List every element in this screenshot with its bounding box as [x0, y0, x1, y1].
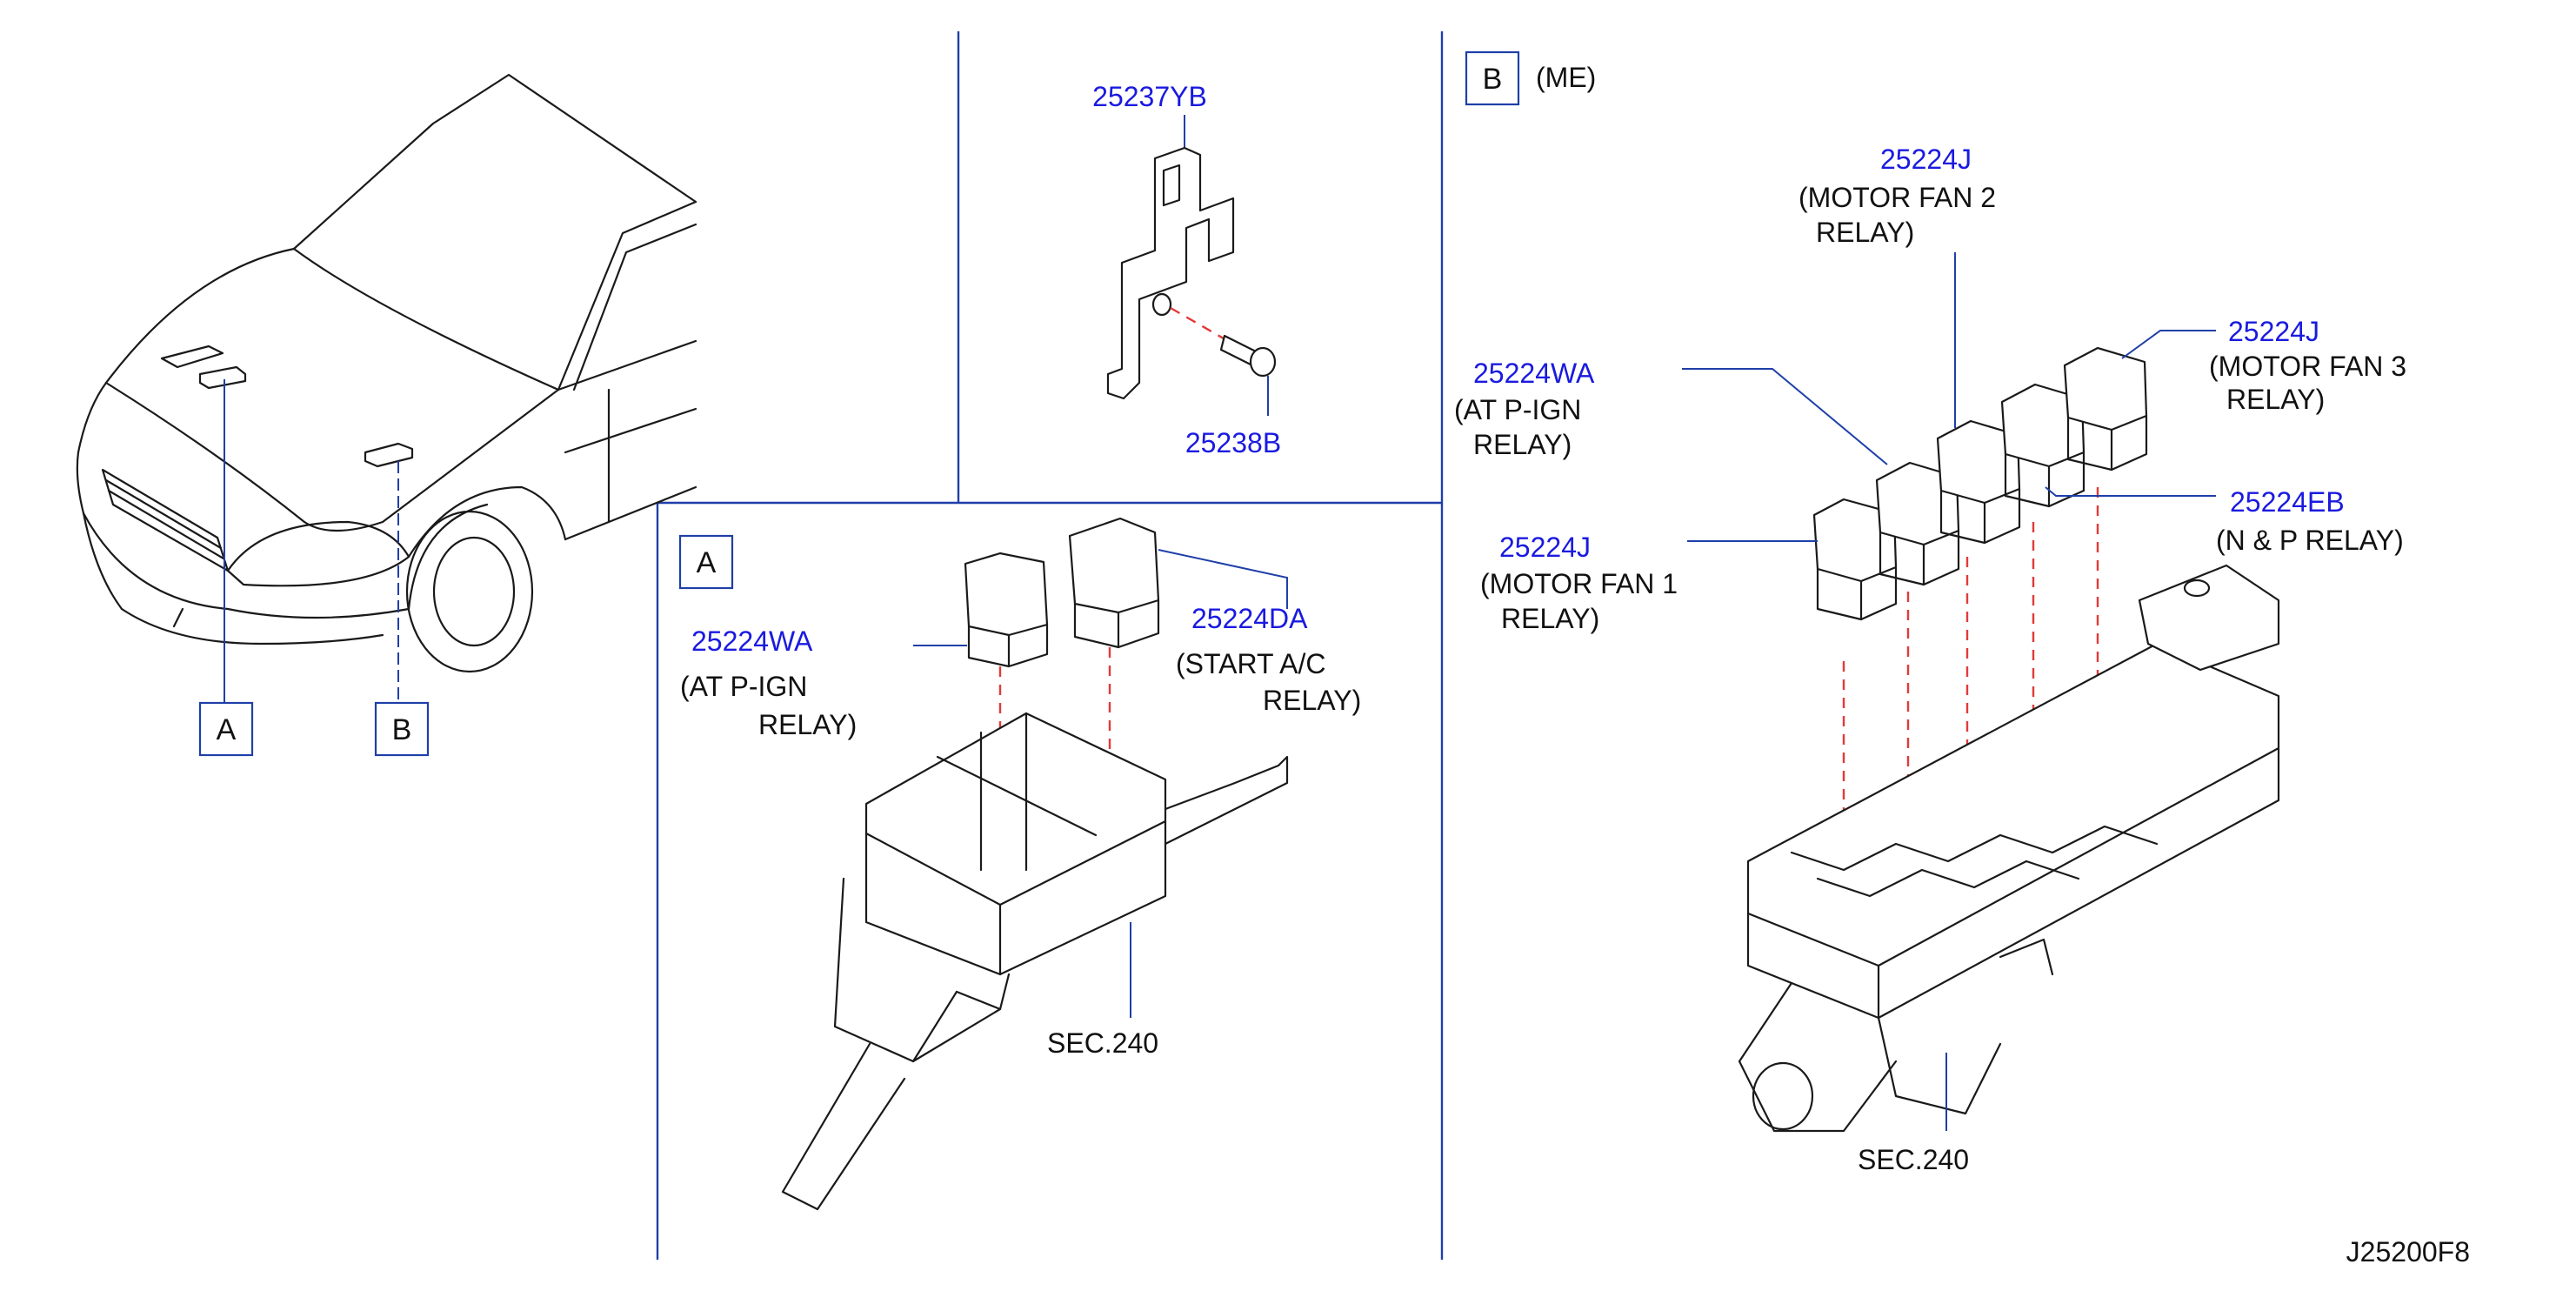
b-fan3-part-number[interactable]: 25224J [2228, 316, 2319, 347]
b-fan2-part-number[interactable]: 25224J [1880, 144, 1972, 175]
b-at-pign-part-number[interactable]: 25224WA [1473, 358, 1595, 389]
b-np-desc: (N & P RELAY) [2216, 525, 2404, 556]
b-fan2-desc-line2: RELAY) [1816, 217, 1914, 248]
section-b-header: B (ME) [1465, 50, 1596, 106]
b-at-pign-desc-line1: (AT P-IGN [1454, 394, 1581, 425]
a-section-reference[interactable]: SEC.240 [1047, 1027, 1158, 1059]
callout-a-label: A [217, 713, 237, 746]
part-number-bolt[interactable]: 25238B [1185, 427, 1281, 458]
section-a-leaders [913, 549, 1288, 1018]
relay-3 [1936, 419, 2021, 545]
a-start-ac-desc-line2: RELAY) [1263, 685, 1361, 716]
panel-dividers [656, 31, 1444, 1260]
section-b-drawing [1738, 346, 2280, 1133]
section-b-leaders [1682, 252, 2216, 1131]
car-illustration [76, 73, 697, 703]
diagram-id: J25200F8 [2346, 1236, 2470, 1268]
b-section-reference[interactable]: SEC.240 [1858, 1144, 1969, 1175]
section-b-variant: (ME) [1536, 62, 1596, 93]
section-a-drawing [781, 517, 1289, 1211]
callout-a[interactable]: A [198, 701, 254, 757]
callout-b[interactable]: B [374, 701, 430, 757]
section-a-header: A [678, 534, 734, 590]
b-at-pign-desc-line2: RELAY) [1473, 429, 1572, 460]
a-at-pign-desc-line2: RELAY) [758, 709, 857, 740]
b-fan1-desc-line2: RELAY) [1501, 603, 1599, 634]
relay-4 [2000, 383, 2085, 508]
a-at-pign-part-number[interactable]: 25224WA [691, 625, 813, 657]
b-np-part-number[interactable]: 25224EB [2230, 486, 2345, 518]
relay-5 [2063, 346, 2148, 472]
relay-1 [1812, 498, 1898, 621]
b-fan2-desc-line1: (MOTOR FAN 2 [1799, 182, 1996, 213]
a-start-ac-part-number[interactable]: 25224DA [1191, 603, 1308, 634]
callout-b-label: B [392, 713, 412, 746]
relay-2 [1875, 461, 1960, 586]
a-start-ac-desc-line1: (START A/C [1176, 648, 1325, 679]
b-fan3-desc-line2: RELAY) [2226, 384, 2325, 415]
bracket-assembly [1106, 115, 1277, 416]
b-fan3-desc-line1: (MOTOR FAN 3 [2209, 351, 2406, 382]
a-at-pign-desc-line1: (AT P-IGN [680, 671, 807, 702]
b-fan1-part-number[interactable]: 25224J [1499, 532, 1591, 563]
b-fan1-desc-line1: (MOTOR FAN 1 [1480, 568, 1678, 599]
part-number-bracket[interactable]: 25237YB [1092, 81, 1207, 112]
section-a-label: A [697, 546, 717, 579]
section-b-label: B [1483, 63, 1503, 96]
